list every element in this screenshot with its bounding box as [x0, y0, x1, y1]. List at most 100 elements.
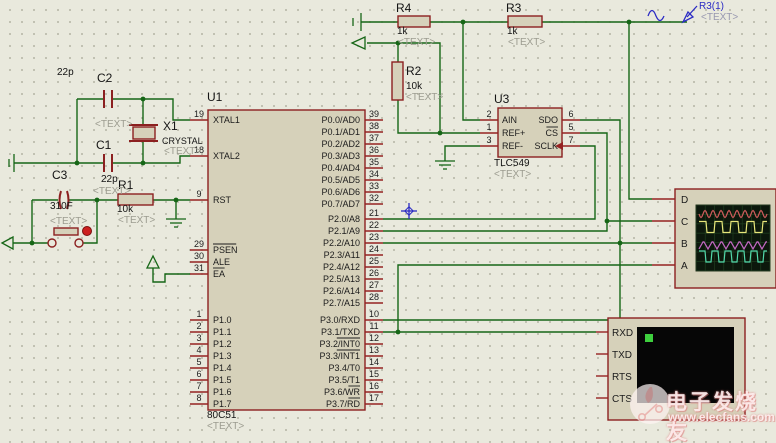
- pin-label: P1.6: [213, 387, 232, 397]
- pin-number: 39: [369, 109, 379, 119]
- resistor-r3[interactable]: [507, 15, 543, 28]
- r3-value: 1k: [507, 26, 518, 37]
- r2-value: 10k: [406, 81, 423, 92]
- pin-number: 30: [194, 251, 204, 261]
- pin-label: RST: [213, 195, 232, 205]
- sclk-pin-arrow: [555, 142, 563, 150]
- pin-number: 32: [369, 193, 379, 203]
- pin-number: 4: [196, 345, 201, 355]
- pin-label: P0.4/AD4: [321, 163, 360, 173]
- button-actuator-dot[interactable]: [82, 226, 92, 236]
- pin-number: 19: [194, 109, 204, 119]
- voltage-probe[interactable]: [647, 5, 698, 24]
- power-terminal-left[interactable]: [8, 154, 15, 172]
- pin-number: 2: [196, 321, 201, 331]
- pin-label: P2.1/A9: [328, 226, 360, 236]
- pin-label: P3.3/INT1: [319, 351, 360, 361]
- terminal-pin-label: CTS: [612, 394, 632, 405]
- pin-label: XTAL2: [213, 151, 240, 161]
- pin-label: CS: [545, 128, 558, 138]
- capacitor-c2[interactable]: [103, 90, 113, 108]
- pin-number: 1: [486, 122, 491, 132]
- pin-label: P3.4/T0: [328, 363, 360, 373]
- r4-ref: R4: [396, 1, 412, 15]
- c2-value: 22p: [57, 67, 74, 78]
- pin-label: REF-: [502, 141, 523, 151]
- pin-label: P3.6/WR: [324, 387, 361, 397]
- pin-label: P0.7/AD7: [321, 199, 360, 209]
- pin-number: 5: [196, 357, 201, 367]
- pin-number: 2: [486, 109, 491, 119]
- pin-label: P2.0/A8: [328, 214, 360, 224]
- pin-number: 7: [196, 381, 201, 391]
- pin-label: AIN: [502, 115, 517, 125]
- pin-label: P2.4/A12: [323, 262, 360, 272]
- pin-number: 17: [369, 393, 379, 403]
- c2-text-placeholder: <TEXT>: [95, 119, 133, 130]
- pin-number: 31: [194, 263, 204, 273]
- input-arrow-terminal-signal[interactable]: [350, 35, 366, 51]
- pin-label: PSEN: [213, 245, 238, 255]
- pin-label: P2.5/A13: [323, 274, 360, 284]
- pin-label: REF+: [502, 128, 525, 138]
- pin-label: P2.6/A14: [323, 286, 360, 296]
- resistor-r1[interactable]: [117, 193, 154, 206]
- c1-value: 22p: [101, 174, 118, 185]
- edit-cursor-crosshair: [401, 203, 417, 219]
- resistor-r4[interactable]: [397, 15, 431, 28]
- watermark-logo: [630, 384, 670, 424]
- pin-number: 29: [194, 239, 204, 249]
- r1-value: 10k: [117, 204, 134, 215]
- pin-number: 11: [369, 321, 378, 331]
- pin-number: 28: [369, 292, 379, 302]
- pin-label: P1.4: [213, 363, 232, 373]
- watermark-title: 电子发烧友: [666, 391, 758, 443]
- c2-ref: C2: [97, 71, 113, 85]
- c1-ref: C1: [96, 138, 112, 152]
- input-arrow-terminal-left[interactable]: [0, 235, 14, 251]
- pin-number: 18: [194, 145, 204, 155]
- watermark-url: www.elecfans.com: [668, 410, 775, 424]
- pin-number: 25: [369, 256, 379, 266]
- pin-label: P3.1/TXD: [321, 327, 361, 337]
- pin-label: P3.2/INT0: [319, 339, 360, 349]
- ground-symbol-ref[interactable]: [435, 160, 455, 170]
- pin-label: SDO: [538, 115, 558, 125]
- crystal-x1[interactable]: [129, 124, 158, 142]
- scope-channel-label: B: [681, 239, 688, 250]
- scope-channel-label: A: [681, 261, 688, 272]
- power-terminal-top[interactable]: [352, 13, 362, 31]
- r4-text-placeholder: <TEXT>: [398, 37, 436, 48]
- ground-symbol-rst[interactable]: [166, 218, 186, 228]
- pin-number: 24: [369, 244, 379, 254]
- scope-trace-C: [699, 220, 767, 234]
- r2-text-placeholder: <TEXT>: [406, 92, 444, 103]
- capacitor-c1[interactable]: [103, 154, 113, 172]
- mcu-80c51-body[interactable]: [207, 109, 366, 411]
- pin-label: SCLK: [534, 141, 558, 151]
- probe-text-placeholder: <TEXT>: [701, 12, 739, 23]
- pin-number: 1: [196, 309, 201, 319]
- push-button[interactable]: [47, 227, 84, 248]
- capacitor-c3[interactable]: [58, 190, 70, 210]
- probe-label: R3(1): [699, 1, 725, 12]
- resistor-r2[interactable]: [391, 61, 404, 101]
- pin-number: 37: [369, 133, 379, 143]
- oscilloscope[interactable]: [674, 188, 776, 289]
- scope-waveforms: [698, 209, 768, 263]
- x1-ref: X1: [163, 119, 178, 133]
- virtual-terminal[interactable]: [607, 317, 746, 421]
- pin-label: P2.2/A10: [323, 238, 360, 248]
- pin-label: P0.0/AD0: [321, 115, 360, 125]
- pin-label: P2.3/A11: [324, 250, 360, 260]
- x1-value: CRYSTAL: [162, 136, 203, 146]
- pin-number: 9: [196, 189, 201, 199]
- power-arrow-ea[interactable]: [145, 254, 161, 269]
- pin-label: EA: [213, 269, 225, 279]
- pin-number: 38: [369, 121, 379, 131]
- u1-text-placeholder: <TEXT>: [207, 421, 245, 432]
- wire-net[interactable]: [13, 21, 687, 333]
- pin-label: XTAL1: [213, 115, 240, 125]
- pin-label: P0.2/AD2: [321, 139, 360, 149]
- pin-number: 15: [369, 369, 379, 379]
